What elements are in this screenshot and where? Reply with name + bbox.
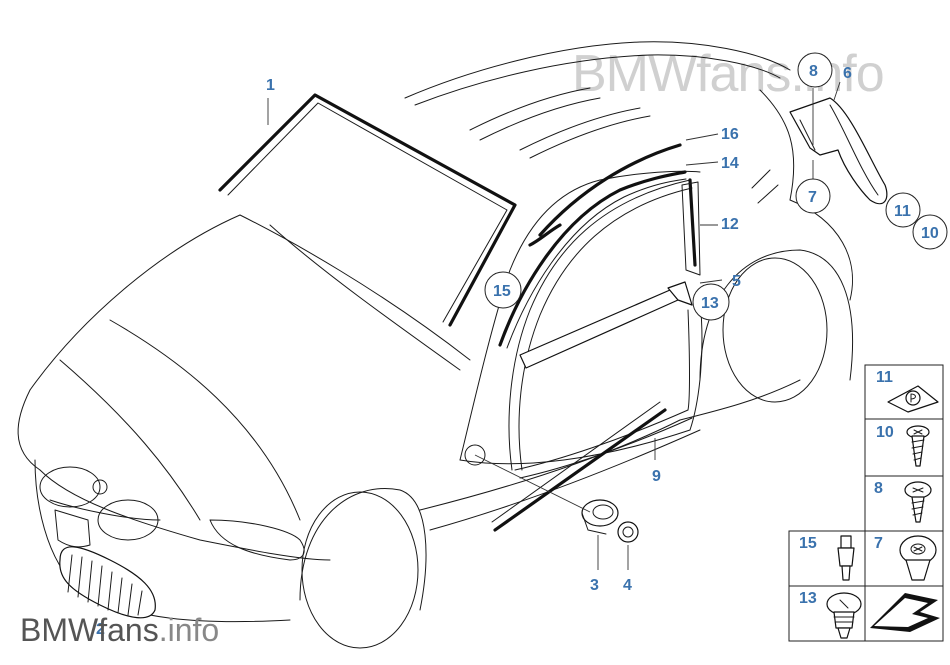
legend-label-13: 13: [799, 590, 817, 607]
callout-14: 14: [721, 155, 739, 172]
callout-1: 1: [266, 77, 275, 94]
callout-16: 16: [721, 126, 739, 143]
kidney-grille: [59, 546, 156, 619]
callout-7: 7: [808, 189, 817, 206]
legend-label-15: 15: [799, 535, 817, 552]
door-seal: [498, 170, 687, 349]
sill-moulding: [491, 401, 667, 532]
callout-12: 12: [721, 216, 739, 233]
watermark-top: BMWfans.info: [572, 45, 885, 103]
callout-8: 8: [809, 63, 818, 80]
watermark-bottom: BMWfans.info: [20, 612, 220, 648]
rivet-13-icon: [826, 592, 862, 639]
badge-emblem: [617, 521, 639, 543]
screw-icon: [906, 425, 930, 467]
callout-11: 11: [894, 203, 911, 220]
legend-cell-10: [864, 418, 944, 477]
rear-trim-panel: [789, 97, 888, 205]
callout-3: 3: [590, 577, 599, 594]
window-shaft-seal: [519, 281, 693, 369]
clip-icon: [887, 385, 939, 413]
callout-15: 15: [493, 283, 511, 300]
legend-label-10: 10: [876, 424, 894, 441]
leader-lines: [267, 81, 841, 570]
callout-4: 4: [623, 577, 632, 594]
badge-base: [581, 499, 619, 535]
legend-label-11: 11: [876, 369, 893, 386]
callout-2: 2: [96, 621, 105, 638]
push-nut-icon: [837, 535, 855, 581]
windshield-moulding: [218, 93, 517, 327]
callout-9: 9: [652, 468, 661, 485]
expanding-rivet-icon: [899, 535, 937, 581]
legend-label-7: 7: [874, 535, 883, 552]
callout-10: 10: [921, 225, 939, 242]
callout-13: 13: [701, 295, 719, 312]
legend-label-8: 8: [874, 480, 883, 497]
callout-5: 5: [732, 273, 741, 290]
callout-circles: [484, 52, 948, 321]
fastener-legend: 11 10 8 15 7 13: [788, 364, 944, 642]
callout-6: 6: [843, 65, 852, 82]
arrow-icon: [870, 593, 940, 632]
legend-cell-8: [864, 475, 944, 532]
door-frame-seal: [508, 143, 701, 479]
rivet-icon: [904, 481, 932, 523]
